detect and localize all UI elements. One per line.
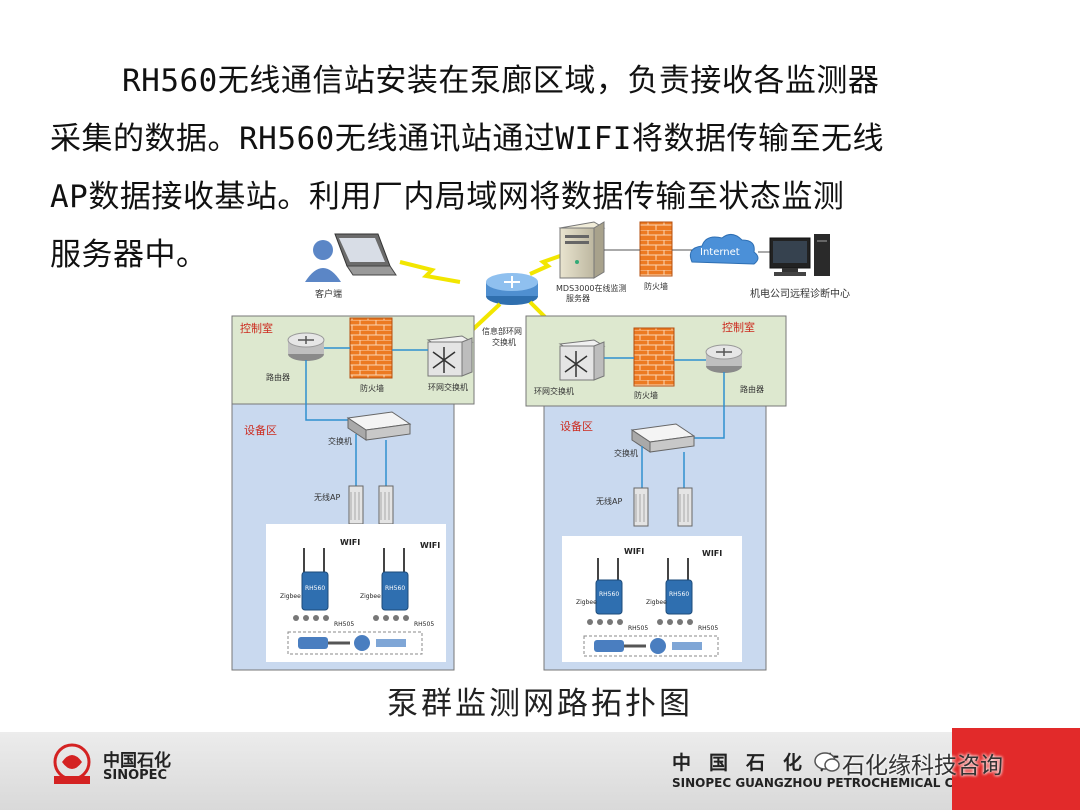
internet-cloud-icon bbox=[689, 234, 759, 265]
wireless-link-server bbox=[529, 254, 561, 276]
left-access-switch-icon bbox=[346, 411, 412, 441]
right-rh560-label-2: RH560 bbox=[669, 591, 689, 598]
left-equipment-area-label: 设备区 bbox=[244, 423, 277, 437]
intro-paragraph: RH560无线通信站安装在泵廊区域，负责接收各监测器 采集的数据。RH560无线… bbox=[50, 52, 990, 284]
paragraph-line-3: AP数据接收基站。利用厂内局域网将数据传输至状态监测 bbox=[50, 179, 845, 215]
left-ap-label: 无线AP bbox=[314, 492, 340, 502]
right-wifi-label-1: WIFI bbox=[624, 547, 644, 556]
core-switch-label-1: 信息部环网 bbox=[482, 326, 522, 336]
left-rh505-label-1: RH505 bbox=[334, 621, 354, 628]
right-ring-switch-label: 环网交换机 bbox=[534, 386, 574, 396]
paragraph-line-2: 采集的数据。RH560无线通讯站通过WIFI将数据传输至无线 bbox=[50, 121, 884, 157]
right-firewall-label: 防火墙 bbox=[634, 390, 658, 400]
client-label: 客户端 bbox=[315, 288, 342, 300]
company-en-text: SINOPEC GUANGZHOU PETROCHEMICAL COMPANY bbox=[672, 776, 1012, 790]
remote-center-label: 机电公司远程诊断中心 bbox=[750, 287, 850, 300]
network-topology-diagram: 客户端 信息部环网 交换机 MDS3000在线监测 服务器 防火墙 Intern… bbox=[231, 221, 850, 671]
sinopec-logo-icon bbox=[53, 743, 91, 784]
left-rh560-label-2: RH560 bbox=[385, 585, 405, 592]
footer-red-block bbox=[952, 728, 1080, 810]
right-rh560-device-1 bbox=[595, 558, 623, 615]
right-switch-label: 交换机 bbox=[614, 448, 638, 458]
wireless-link-client bbox=[399, 260, 461, 284]
left-sensor-group bbox=[293, 615, 409, 621]
left-rh560-device-2 bbox=[381, 548, 409, 611]
right-sensor-group bbox=[587, 619, 693, 625]
left-zigbee-label-1: Zigbee bbox=[280, 593, 301, 600]
paragraph-line-1: RH560无线通信站安装在泵廊区域，负责接收各监测器 bbox=[122, 63, 880, 99]
right-ring-switch-icon bbox=[558, 339, 606, 381]
laptop-icon bbox=[334, 233, 397, 276]
right-firewall-icon bbox=[633, 327, 675, 387]
right-control-room-label: 控制室 bbox=[722, 320, 755, 334]
logo-en-text: SINOPEC bbox=[103, 768, 168, 783]
server-icon bbox=[558, 221, 606, 279]
server-label-1: MDS3000在线监测 bbox=[556, 283, 627, 293]
right-router-icon bbox=[705, 344, 743, 373]
watermark-text: 石化缘科技咨询 bbox=[842, 753, 1003, 779]
remote-computer-icon bbox=[769, 234, 830, 276]
left-firewall-label: 防火墙 bbox=[360, 383, 384, 393]
right-zigbee-label-1: Zigbee bbox=[576, 599, 597, 606]
right-wifi-label-2: WIFI bbox=[702, 549, 722, 558]
right-rh505-label-2: RH505 bbox=[698, 625, 718, 632]
left-rh560-label-1: RH560 bbox=[305, 585, 325, 592]
right-rh505-label-1: RH505 bbox=[628, 625, 648, 632]
left-pump-icon bbox=[287, 631, 423, 655]
left-wireless-ap-icon bbox=[348, 485, 394, 525]
right-access-switch-icon bbox=[630, 423, 696, 453]
top-firewall-icon bbox=[639, 221, 673, 277]
right-wireless-ap-icon bbox=[633, 487, 693, 527]
server-label-2: 服务器 bbox=[566, 293, 590, 303]
left-control-room-label: 控制室 bbox=[240, 321, 273, 335]
client-user-icon bbox=[305, 240, 341, 282]
left-router-label: 路由器 bbox=[266, 372, 290, 382]
right-equipment-area-label: 设备区 bbox=[560, 419, 593, 433]
core-switch-icon bbox=[486, 273, 538, 305]
footer-bar bbox=[0, 732, 1080, 810]
right-rh560-device-2 bbox=[665, 558, 693, 615]
right-zigbee-label-2: Zigbee bbox=[646, 599, 667, 606]
diagram-caption: 泵群监测网路拓扑图 bbox=[387, 686, 693, 722]
left-router-icon bbox=[287, 332, 325, 361]
top-firewall-label: 防火墙 bbox=[644, 281, 668, 291]
left-firewall-icon bbox=[349, 317, 393, 379]
left-wifi-label-1: WIFI bbox=[340, 538, 360, 547]
right-ap-label: 无线AP bbox=[596, 496, 622, 506]
right-rh560-label-1: RH560 bbox=[599, 591, 619, 598]
company-cn-text: 中国石化广 bbox=[672, 752, 858, 774]
core-switch-label-2: 交换机 bbox=[492, 337, 516, 347]
right-pump-icon bbox=[583, 635, 719, 657]
left-switch-label: 交换机 bbox=[328, 436, 352, 446]
internet-label: Internet bbox=[700, 247, 740, 258]
logo-cn-text: 中国石化 bbox=[103, 751, 171, 771]
paragraph-line-4: 服务器中。 bbox=[50, 237, 208, 273]
left-ring-switch-label: 环网交换机 bbox=[428, 382, 468, 392]
left-ring-switch-icon bbox=[426, 335, 474, 377]
wechat-icon bbox=[814, 752, 840, 772]
left-wifi-label-2: WIFI bbox=[420, 541, 440, 550]
left-rh505-label-2: RH505 bbox=[414, 621, 434, 628]
right-router-label: 路由器 bbox=[740, 384, 764, 394]
left-zigbee-label-2: Zigbee bbox=[360, 593, 381, 600]
left-rh560-device-1 bbox=[301, 548, 329, 611]
